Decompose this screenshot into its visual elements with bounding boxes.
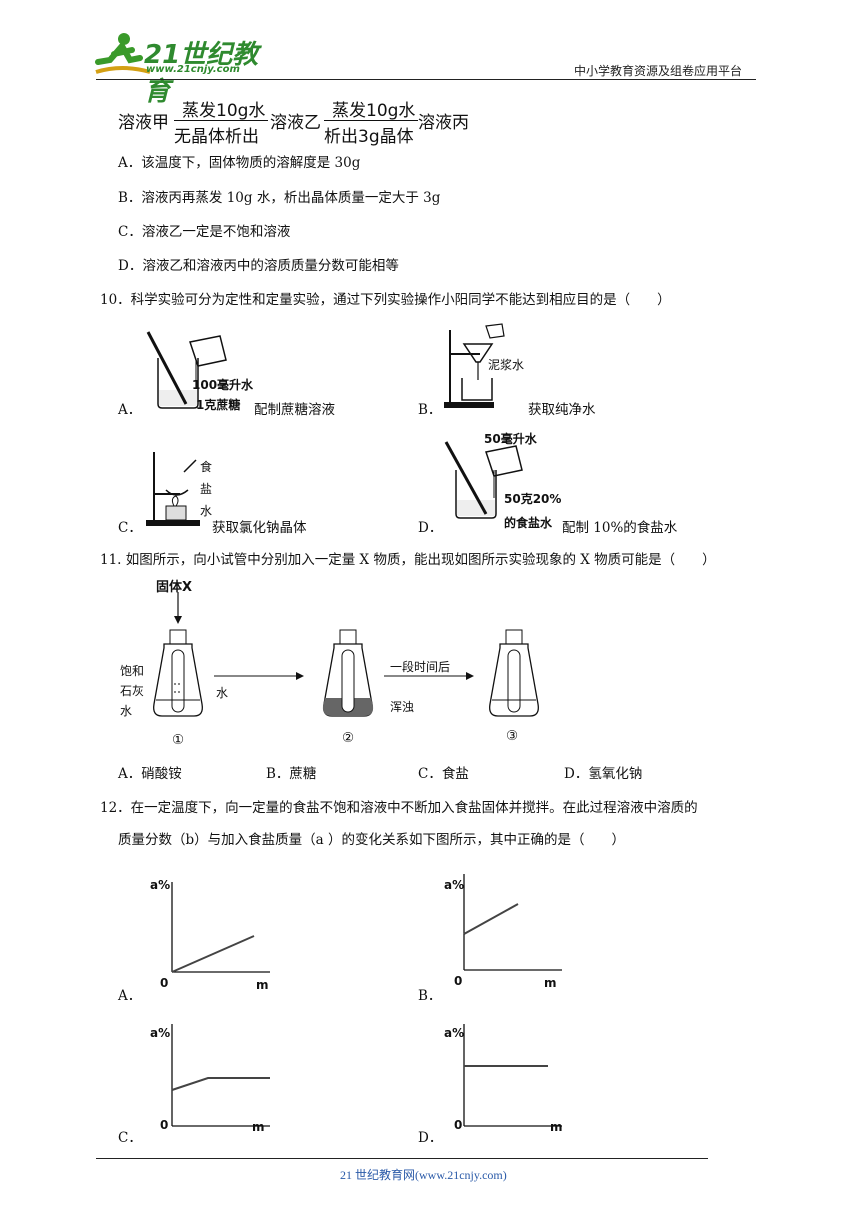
q9-option-c: C．溶液乙一定是不饱和溶液 [118,224,291,240]
step1-arrow [174,120,268,121]
q10-c-text: 获取氯化钠晶体 [212,520,307,536]
q11-flask-figures [153,592,539,717]
q12-graph-d [463,1024,562,1127]
step1-bottom: 无晶体析出 [174,127,259,147]
q10-d-beaker-figure [444,441,523,519]
flask-3 [489,629,539,717]
q10-b-filter-figure [444,323,505,408]
q10-d-text: 配制 10%的食盐水 [562,520,678,536]
logo-title: 21世纪教育 [144,40,259,107]
runner-logo-icon [95,33,151,74]
q12-d-xlabel: m [550,1120,563,1134]
q12-letter-d: D． [418,1130,443,1146]
q9-option-d: D．溶液乙和溶液丙中的溶质质量分数可能相等 [118,258,399,274]
q12-c-origin: 0 [160,1118,169,1132]
q10-a-letter: A． [118,402,142,418]
q12-c-ylabel: a% [150,1026,171,1040]
q12-b-origin: 0 [454,974,463,988]
q12-graph-a [171,882,270,973]
q12-graph-b [463,874,562,971]
step2-top: 蒸发10g水 [332,101,416,121]
q10-d-label-solution: 的食盐水 [504,516,553,530]
step1-top: 蒸发10g水 [182,101,266,121]
q11-sat-2: 石灰 [120,684,145,698]
step2-bottom: 析出3g晶体 [324,127,414,147]
q12-stem-line1: 12．在一定温度下，向一定量的食盐不饱和溶液中不断加入食盐固体并搅拌。在此过程溶… [100,800,698,816]
q11-option-c: C．食盐 [418,766,469,782]
q10-c-letter: C． [118,520,142,536]
header-logo: 21世纪教育 www.21cnjy.com [92,30,272,107]
footer-link[interactable]: 21 世纪教育网(www.21cnjy.com) [340,1168,507,1182]
q10-d-letter: D． [418,520,443,536]
q9-option-a: A．该温度下，固体物质的溶解度是 30g [118,155,361,171]
q10-b-text: 获取纯净水 [528,402,596,418]
q11-water-label: 水 [216,686,229,700]
solution-a: 溶液甲 [118,113,169,133]
q11-after-label: 一段时间后 [390,660,451,674]
flask-1 [153,629,203,717]
q11-turbid-label: 浑浊 [390,700,415,714]
q12-stem-line2: 质量分数（b）与加入食盐质量（a ）的变化关系如下图所示，其中正确的是（ ） [118,832,625,848]
q12-a-ylabel: a% [150,878,171,892]
q11-sat-3: 水 [120,704,133,718]
q10-stem: 10．科学实验可分为定性和定量实验，通过下列实验操作小阳同学不能达到相应目的是（… [100,292,671,308]
q12-graph-c [171,1024,270,1127]
q12-c-xlabel: m [252,1120,265,1134]
q12-letter-c: C． [118,1130,142,1146]
q12-d-origin: 0 [454,1118,463,1132]
q10-a-text: 配制蔗糖溶液 [254,402,335,418]
q12-d-ylabel: a% [444,1026,465,1040]
q10-a-label-water: 100毫升水 [192,378,254,392]
q11-option-a: A．硝酸铵 [118,766,182,782]
q11-option-b: B．蔗糖 [266,766,317,782]
q11-num-3: ③ [506,728,519,744]
q11-sat-1: 饱和 [120,664,145,678]
solution-b: 溶液乙 [270,113,321,133]
footer-rule [96,1158,708,1159]
q11-num-2: ② [342,730,355,746]
platform-title: 中小学教育资源及组卷应用平台 [574,64,743,78]
q12-letter-a: A． [118,988,142,1004]
q10-a-beaker-figure [146,331,227,409]
q10-d-label-water: 50毫升水 [484,432,537,446]
q10-c-evaporate-figure [146,452,200,526]
logo-url: www.21cnjy.com [146,64,240,75]
header-rule [96,79,756,80]
q12-letter-b: B． [418,988,442,1004]
q10-c-label-2: 盐 [200,482,213,496]
flask-2 [322,629,374,717]
q12-a-origin: 0 [160,976,169,990]
q11-num-1: ① [172,732,185,748]
step2-arrow [324,120,418,121]
q11-solid-label: 固体X [156,580,193,595]
q12-b-ylabel: a% [444,878,465,892]
solution-c: 溶液丙 [418,113,469,133]
q10-b-letter: B． [418,402,442,418]
q10-c-label-3: 水 [200,504,213,518]
q12-a-xlabel: m [256,978,269,992]
q10-b-label: 泥浆水 [488,358,525,372]
q9-equation: 溶液甲 蒸发10g水 无晶体析出 溶液乙 蒸发10g水 析出3g晶体 溶液丙 [118,96,478,147]
q10-d-label-mass: 50克20% [504,492,562,506]
q9-option-b: B．溶液丙再蒸发 10g 水，析出晶体质量一定大于 3g [118,190,441,206]
q10-a-label-sugar: 1克蔗糖 [196,398,241,412]
q10-c-label-1: 食 [200,460,213,474]
q12-b-xlabel: m [544,976,557,990]
q11-stem: 11. 如图所示，向小试管中分别加入一定量 X 物质，能出现如图所示实验现象的 … [100,552,716,568]
q11-option-d: D．氢氧化钠 [564,766,643,782]
